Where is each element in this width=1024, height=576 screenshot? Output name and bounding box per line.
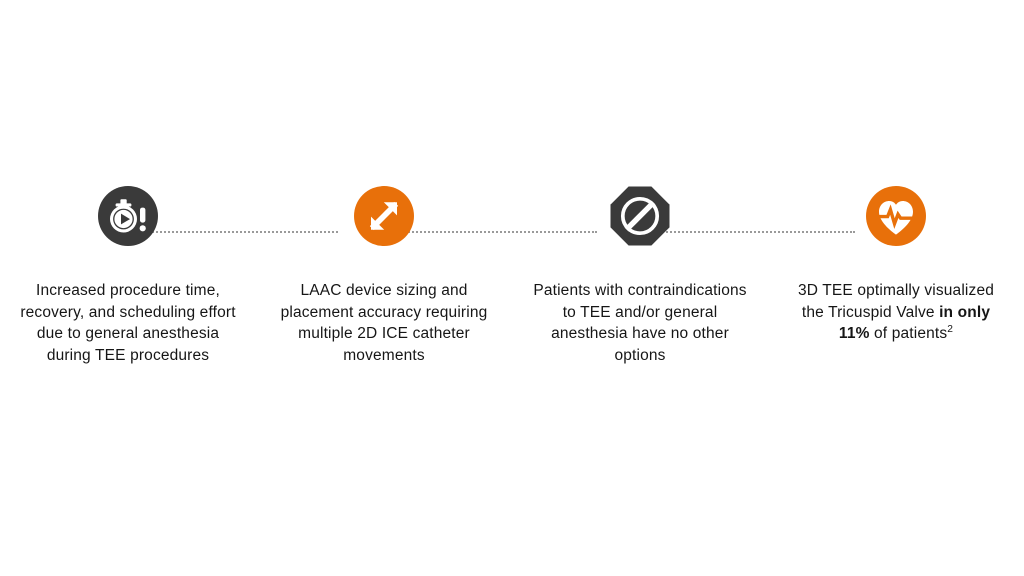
caption-text-run: Patients with contraindications to TEE a… — [533, 282, 747, 364]
connector-segment-1 — [152, 231, 338, 233]
caption-text-run: Increased procedure time, recovery, and … — [20, 282, 236, 364]
step-1-badge — [97, 185, 159, 247]
step-2-badge — [353, 185, 415, 247]
caption-text-run: LAAC device sizing and placement accurac… — [280, 282, 488, 364]
step-1-caption: Increased procedure time, recovery, and … — [19, 280, 237, 366]
step-4-caption: 3D TEE optimally visualized the Tricuspi… — [787, 280, 1005, 345]
caption-text-run: of patients — [869, 325, 948, 342]
connector-rail — [0, 185, 1024, 280]
step-item-1: Increased procedure time, recovery, and … — [0, 185, 256, 366]
step-item-4: 3D TEE optimally visualized the Tricuspi… — [768, 185, 1024, 366]
connector-segment-2 — [397, 231, 597, 233]
caption-text-run: 2 — [947, 323, 954, 335]
step-item-3: Patients with contraindications to TEE a… — [512, 185, 768, 366]
prohibition-sign-icon — [610, 186, 670, 246]
stopwatch-alert-icon — [98, 186, 158, 246]
step-3-caption: Patients with contraindications to TEE a… — [531, 280, 749, 366]
connector-segment-3 — [655, 231, 855, 233]
step-3-badge — [609, 185, 671, 247]
step-row: Increased procedure time, recovery, and … — [0, 185, 1024, 366]
step-2-caption: LAAC device sizing and placement accurac… — [275, 280, 493, 366]
heart-pulse-icon — [866, 186, 926, 246]
step-item-2: LAAC device sizing and placement accurac… — [256, 185, 512, 366]
expand-arrows-icon — [354, 186, 414, 246]
caption-text-run: 3D TEE optimally visualized the Tricuspi… — [797, 282, 994, 321]
step-4-badge — [865, 185, 927, 247]
caption-text-run: in only 11% — [838, 303, 991, 343]
